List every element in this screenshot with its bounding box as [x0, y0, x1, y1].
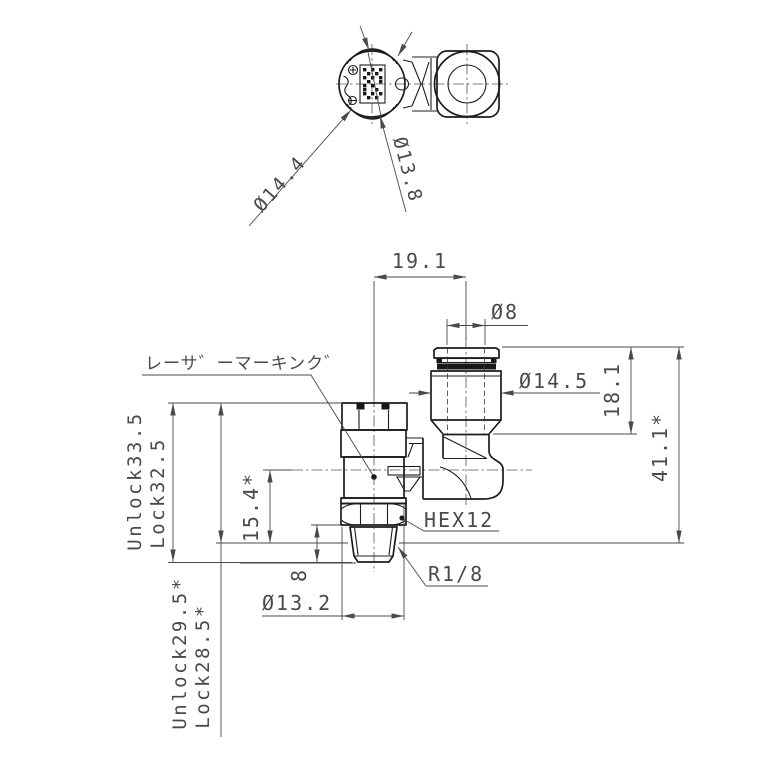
dim-thread-length-label: 8 — [287, 568, 311, 582]
top-view-port-outer — [433, 50, 501, 118]
side-clip-tab — [387, 465, 421, 476]
hex-nut — [340, 502, 407, 526]
dim-cap-diameter-label: Ø14.4 — [249, 152, 310, 217]
top-view: Ø14.4 Ø13.8 — [248, 25, 508, 227]
dim-body-diameter-label: Ø13.8 — [388, 135, 427, 206]
laser-leader-dot — [371, 474, 377, 480]
dim-tube-bore-label: Ø8 — [491, 300, 519, 324]
top-view-pointer-arrow-1 — [359, 25, 370, 51]
elbow-body — [406, 434, 504, 500]
laser-marking-label: レーサ゛ーマーキンク゛ — [145, 354, 342, 374]
left-body — [340, 402, 422, 563]
top-view-body-outer — [338, 50, 406, 118]
hex-leader-dot — [399, 515, 405, 521]
top-view-datamatrix — [359, 64, 386, 104]
hex-label: HEX12 — [424, 508, 494, 532]
hidden-bore-lines — [447, 348, 485, 434]
dim-port-diameter-label: Ø14.5 — [519, 369, 589, 393]
thread-label: R1/8 — [428, 562, 484, 586]
height-unlock-gauge-label: Unlock29.5* — [169, 576, 191, 729]
top-view-lever-cut — [343, 75, 352, 106]
front-view — [292, 338, 532, 572]
height-lock-label: Lock32.5 — [147, 437, 169, 549]
dim-side-axis-height-label: 15.4* — [239, 472, 263, 542]
top-view-screw-bottom — [347, 95, 358, 106]
top-view-release-tab — [394, 77, 410, 91]
dim-flange-diameter-label: Ø13.2 — [262, 591, 332, 615]
height-lock-gauge-label: Lock28.5* — [192, 603, 214, 728]
dim-port-height-label: 18.1 — [600, 362, 624, 418]
top-view-screw-top — [347, 64, 359, 76]
dim-axis-distance-label: 19.1 — [392, 249, 448, 273]
thread-stud — [349, 526, 398, 563]
top-view-port-bore — [447, 64, 487, 104]
top-view-pointer-arrow-2 — [397, 31, 413, 57]
height-unlock-label: Unlock33.5 — [124, 411, 146, 550]
dimensions: 19.1 Ø8 Ø14.5 18.1 41.1* 15.4* 8 Ø13.2 — [124, 249, 684, 737]
release-cap — [341, 402, 408, 431]
push-in-port — [430, 347, 502, 436]
dim-overall-height-label: 41.1* — [648, 412, 672, 482]
